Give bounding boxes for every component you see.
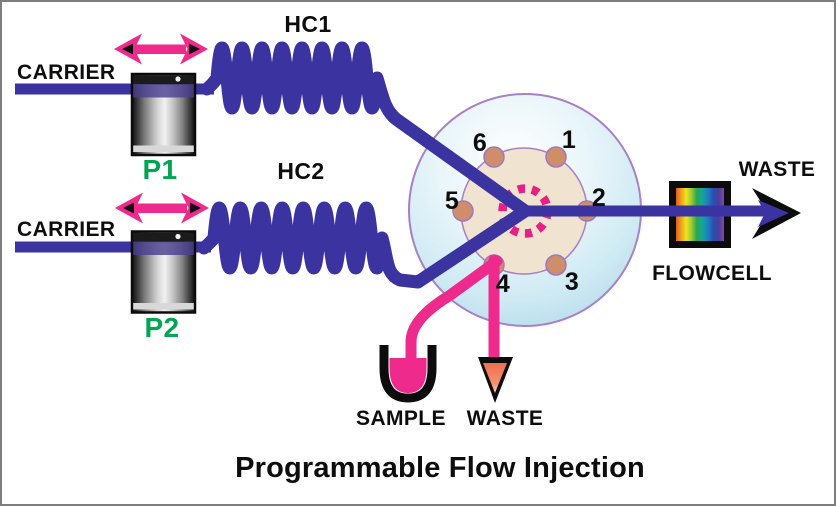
pump-p1-stroke-arrow-icon	[114, 33, 208, 65]
sample-label: SAMPLE	[356, 407, 446, 430]
sample-tube	[405, 255, 503, 377]
waste-right-label: WASTE	[738, 158, 816, 181]
waste-arrow-tip	[758, 200, 789, 227]
pump-p2	[130, 230, 197, 314]
valve-port-3	[545, 254, 567, 276]
valve-port-2-label: 2	[591, 184, 607, 212]
sample-liquid	[389, 358, 427, 393]
diagram-title: Programmable Flow Injection	[235, 452, 645, 484]
valve-port-6	[483, 146, 505, 168]
valve-port-5	[452, 200, 474, 222]
valve-port-1-label: 1	[561, 126, 577, 154]
holding-coil-hc2	[197, 201, 532, 289]
waste-bottom-label: WASTE	[466, 407, 544, 430]
valve-port-4-label: 4	[495, 270, 511, 298]
pump-p1	[130, 72, 197, 157]
carrier-bottom-label: CARRIER	[17, 218, 116, 241]
flowcell-label: FLOWCELL	[652, 262, 772, 285]
sample-cup	[379, 345, 437, 403]
valve-port-5-label: 5	[444, 187, 460, 215]
valve-port-6-label: 6	[472, 129, 488, 157]
coil-hc1-label: HC1	[284, 11, 332, 37]
carrier-top-label: CARRIER	[17, 61, 116, 84]
coil-hc2-label: HC2	[277, 158, 325, 184]
waste-funnel-fill	[483, 363, 507, 393]
pump-p2-label: P2	[144, 312, 180, 343]
valve-port-1	[545, 146, 567, 168]
holding-coil-hc1	[200, 41, 532, 218]
pump-p1-label: P1	[142, 154, 178, 185]
valve-port-3-label: 3	[564, 268, 580, 296]
pump-p2-stroke-arrow-icon	[115, 192, 209, 224]
